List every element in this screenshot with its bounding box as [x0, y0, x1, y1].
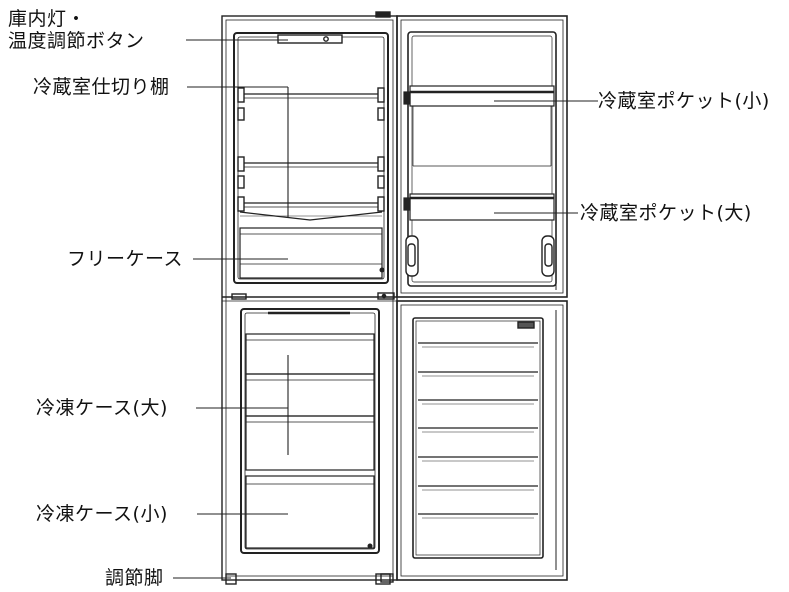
label-freezer-small: 冷凍ケース(小) — [36, 503, 168, 525]
fridge-compartment — [233, 32, 389, 284]
label-free-case: フリーケース — [67, 248, 184, 270]
free-case — [239, 227, 383, 279]
freezer-door — [380, 300, 568, 583]
label-freezer-large: 冷凍ケース(大) — [36, 397, 168, 419]
leader-lines — [173, 39, 598, 579]
lamp-panel — [277, 34, 343, 44]
cabinet-body — [221, 11, 398, 581]
freezer-door-shelves — [418, 342, 538, 519]
adjust-feet — [225, 573, 397, 585]
freezer-case-large — [245, 333, 375, 471]
label-pocket-small: 冷蔵室ポケット(小) — [598, 90, 770, 112]
label-lamp-line1: 庫内灯・ — [8, 8, 87, 30]
shelf-rails — [239, 93, 383, 208]
rail-tabs — [237, 87, 385, 212]
fridge-door — [396, 15, 568, 298]
door-pocket-small — [403, 85, 555, 167]
divider-shelf — [239, 211, 383, 221]
label-shelf: 冷蔵室仕切り棚 — [33, 76, 170, 98]
freezer-compartment — [240, 308, 380, 554]
door-pocket-large — [403, 193, 555, 221]
freezer-case-small — [245, 475, 375, 549]
label-adjust-foot: 調節脚 — [105, 567, 164, 589]
label-pocket-large: 冷蔵室ポケット(大) — [580, 202, 752, 224]
label-lamp-line2: 温度調節ボタン — [8, 30, 145, 52]
